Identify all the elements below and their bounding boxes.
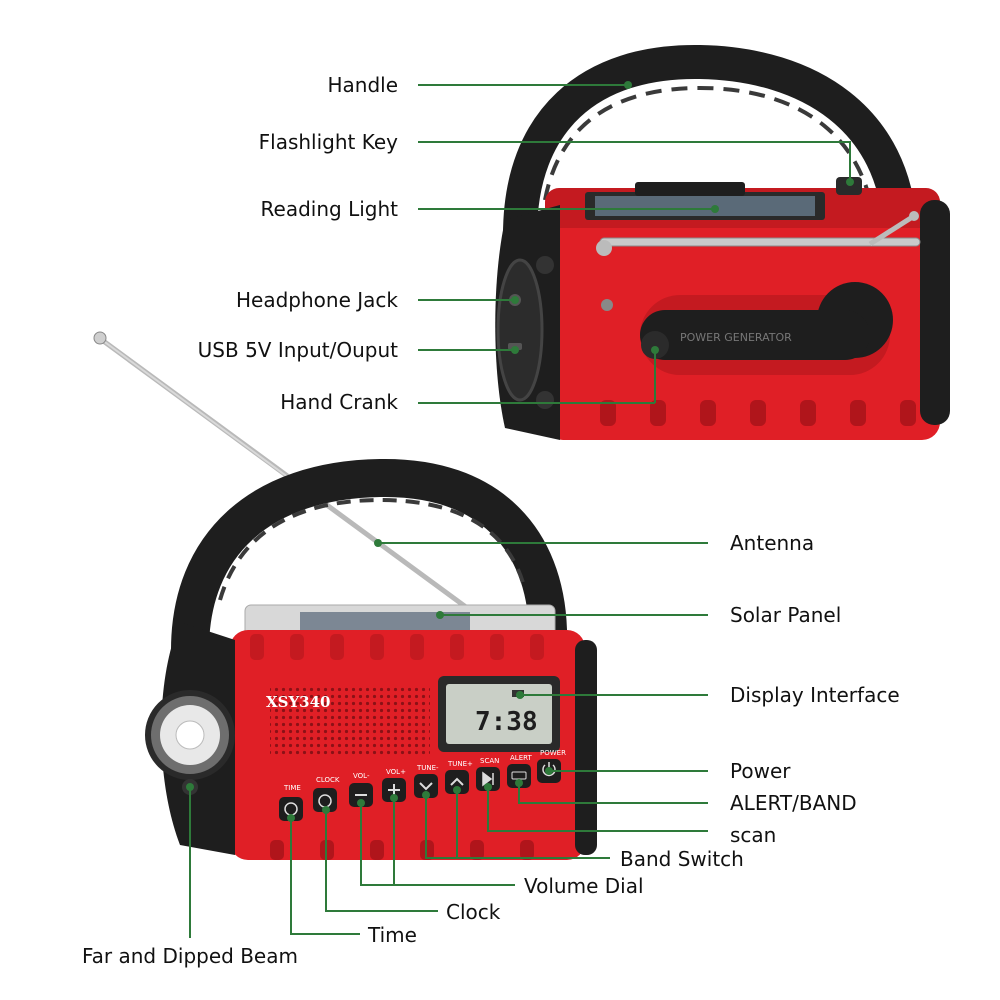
btn-label-power: POWER — [540, 749, 566, 757]
btn-label-vol-minus: VOL- — [353, 772, 370, 780]
chevron-up-icon — [450, 777, 464, 786]
btn-label-time: TIME — [283, 784, 301, 792]
btn-label-vol-plus: VOL+ — [386, 768, 406, 776]
label-reading-light: Reading Light — [261, 197, 399, 221]
callout-labels: Handle Flashlight Key Reading Light Head… — [82, 73, 900, 968]
label-far-dipped-beam: Far and Dipped Beam — [82, 944, 298, 968]
tune-up-button[interactable] — [445, 770, 469, 794]
label-solar-panel: Solar Panel — [730, 603, 841, 627]
btn-label-scan: SCAN — [480, 757, 499, 765]
label-volume-dial: Volume Dial — [524, 874, 644, 898]
label-display-interface: Display Interface — [730, 683, 900, 707]
hand-crank[interactable] — [640, 310, 870, 360]
alert-band-button[interactable] — [507, 764, 531, 788]
time-button[interactable] — [279, 797, 303, 821]
label-antenna: Antenna — [730, 531, 814, 555]
label-time: Time — [367, 923, 417, 947]
crank-text: POWER GENERATOR — [680, 331, 792, 344]
label-headphone-jack: Headphone Jack — [236, 288, 398, 312]
label-usb: USB 5V Input/Ouput — [198, 338, 398, 362]
display-time: 7:38 — [475, 707, 538, 737]
clock-button[interactable] — [313, 788, 337, 812]
label-handle: Handle — [327, 73, 398, 97]
label-hand-crank: Hand Crank — [280, 390, 398, 414]
btn-label-tune-minus: TUNE- — [416, 764, 439, 772]
speaker-grille — [270, 685, 430, 755]
skip-icon — [482, 771, 494, 787]
top-handle — [503, 44, 917, 252]
label-alert-band: ALERT/BAND — [730, 791, 857, 815]
label-clock: Clock — [446, 900, 501, 924]
label-scan: scan — [730, 823, 776, 847]
tune-down-button[interactable] — [414, 774, 438, 798]
leader-lines — [186, 81, 854, 938]
btn-label-tune-plus: TUNE+ — [447, 760, 473, 768]
front-handle — [171, 458, 567, 669]
flashlight-key[interactable] — [836, 177, 862, 195]
radio-front-view: XSY340 7:38 TIME CLOCK VOL- VOL+ TUNE- — [93, 331, 597, 860]
chevron-down-icon — [419, 782, 433, 791]
label-flashlight-key: Flashlight Key — [259, 130, 399, 154]
label-band-switch: Band Switch — [620, 847, 744, 871]
label-power: Power — [730, 759, 791, 783]
display-interface — [446, 684, 552, 744]
btn-label-clock: CLOCK — [316, 776, 340, 784]
radio-back-view: POWER GENERATOR — [495, 44, 950, 440]
btn-label-alert: ALERT — [510, 754, 532, 762]
model-label: XSY340 — [266, 693, 331, 711]
